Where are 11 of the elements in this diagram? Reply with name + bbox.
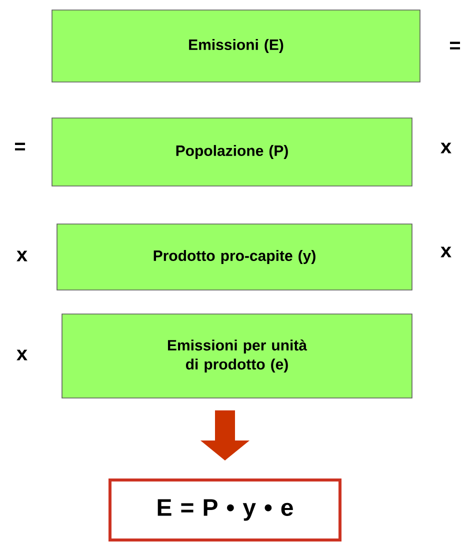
process-box: Prodotto pro-capite (y) [56, 224, 412, 290]
formula-box: E = P • y • e [108, 478, 342, 542]
operator-symbol: = [15, 142, 25, 150]
process-box: Popolazione (P) [52, 118, 412, 186]
operator-symbol: = [450, 42, 460, 50]
process-box: Emissioni (E) [52, 10, 420, 82]
operator-symbol: x [16, 250, 28, 262]
operator-symbol: x [16, 350, 28, 360]
operator-symbol: x [440, 142, 452, 154]
operator-symbol: x [440, 246, 452, 258]
process-box: Emissioni per unità di prodotto (e) [62, 314, 412, 398]
